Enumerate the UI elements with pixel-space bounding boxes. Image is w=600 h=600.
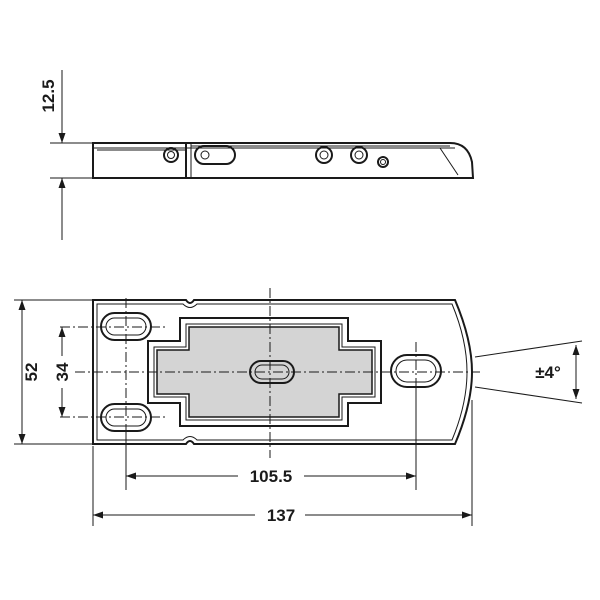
hole-spacing-label: 34: [53, 362, 72, 381]
hole-distance-label: 105.5: [250, 467, 293, 486]
length-label: 137: [267, 506, 295, 525]
screw-icon: [163, 147, 179, 163]
frame-outline: [147, 317, 382, 427]
frame-inner-outline: [153, 323, 376, 421]
screw-icon: [377, 156, 389, 168]
thickness-dimension: 12.5: [39, 70, 92, 240]
hole-distance-dimension: 105.5: [125, 388, 417, 490]
thickness-label: 12.5: [39, 79, 58, 112]
angle-label: ±4°: [535, 363, 561, 382]
width-dimension: 52: [14, 299, 92, 445]
side-view: 12.5: [39, 70, 475, 240]
hole-spacing-dimension: 34: [52, 327, 72, 417]
top-view: 52 34 105.5 137 ±4°: [14, 288, 583, 526]
screw-icon: [350, 146, 368, 164]
slot-icon: [194, 145, 236, 165]
side-view-front-lip: [439, 147, 459, 176]
screw-icon: [315, 146, 333, 164]
side-view-outline: [92, 142, 475, 179]
angle-dimension: ±4°: [474, 340, 583, 404]
width-label: 52: [22, 363, 41, 382]
length-dimension: 137: [92, 400, 473, 526]
